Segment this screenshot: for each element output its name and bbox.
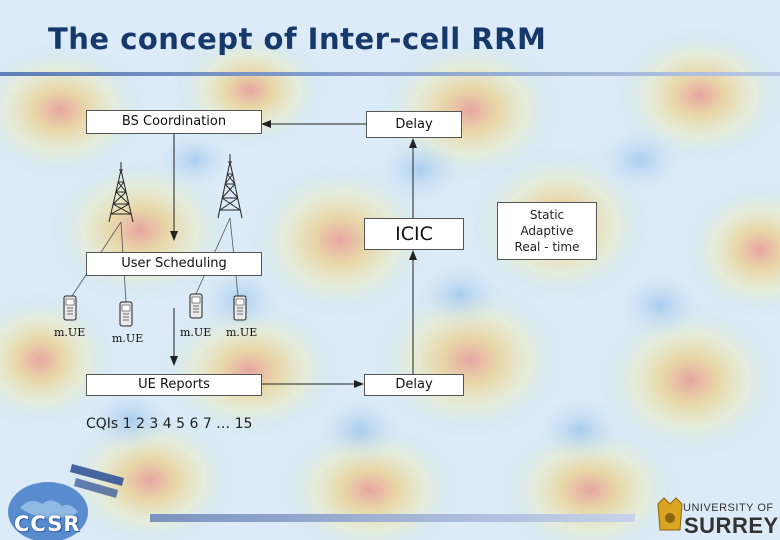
base-station-tower-icon (217, 154, 243, 219)
user-scheduling-box: User Scheduling (86, 252, 262, 276)
option-static: Static (529, 208, 565, 222)
ccsr-logo (8, 464, 124, 540)
university-of-text: UNIVERSITY OF (683, 502, 774, 514)
ue-reports-box: UE Reports (86, 374, 262, 396)
mobile-phone-icon (63, 295, 77, 321)
mobile-phone-icon (233, 295, 247, 321)
delay-top-box: Delay (366, 111, 462, 138)
footer-bar (150, 514, 635, 522)
option-real-time: Real - time (514, 240, 580, 254)
mobile-ue-label: m.UE (226, 326, 258, 339)
title-underline-bar (0, 72, 780, 76)
mobile-ue-label: m.UE (180, 326, 212, 339)
mobile-phone-icon (119, 301, 133, 327)
mobile-ue-label: m.UE (112, 332, 144, 345)
mobile-phone-icon (189, 293, 203, 319)
ue-reports-label: UE Reports (138, 377, 210, 392)
surrey-crest-logo (657, 497, 683, 531)
icic-label: ICIC (395, 223, 433, 245)
ccsr-logo-text: CCSR (14, 512, 81, 536)
user-scheduling-label: User Scheduling (121, 256, 227, 271)
mobile-ue-label: m.UE (54, 326, 86, 339)
cqi-range-text: CQIs 1 2 3 4 5 6 7 … 15 (86, 416, 253, 432)
surrey-wordmark: SURREY (684, 513, 779, 538)
page-title: The concept of Inter-cell RRM (48, 22, 547, 56)
option-adaptive: Adaptive (520, 224, 574, 238)
bs-coordination-box: BS Coordination (86, 110, 262, 134)
delay-top-label: Delay (395, 117, 433, 132)
icic-box: ICIC (364, 218, 464, 250)
delay-bottom-box: Delay (364, 374, 464, 396)
strategy-options-box: Static Adaptive Real - time (497, 202, 597, 260)
delay-bottom-label: Delay (395, 377, 433, 392)
base-station-tower-icon (108, 162, 134, 223)
bs-coordination-label: BS Coordination (121, 114, 227, 129)
